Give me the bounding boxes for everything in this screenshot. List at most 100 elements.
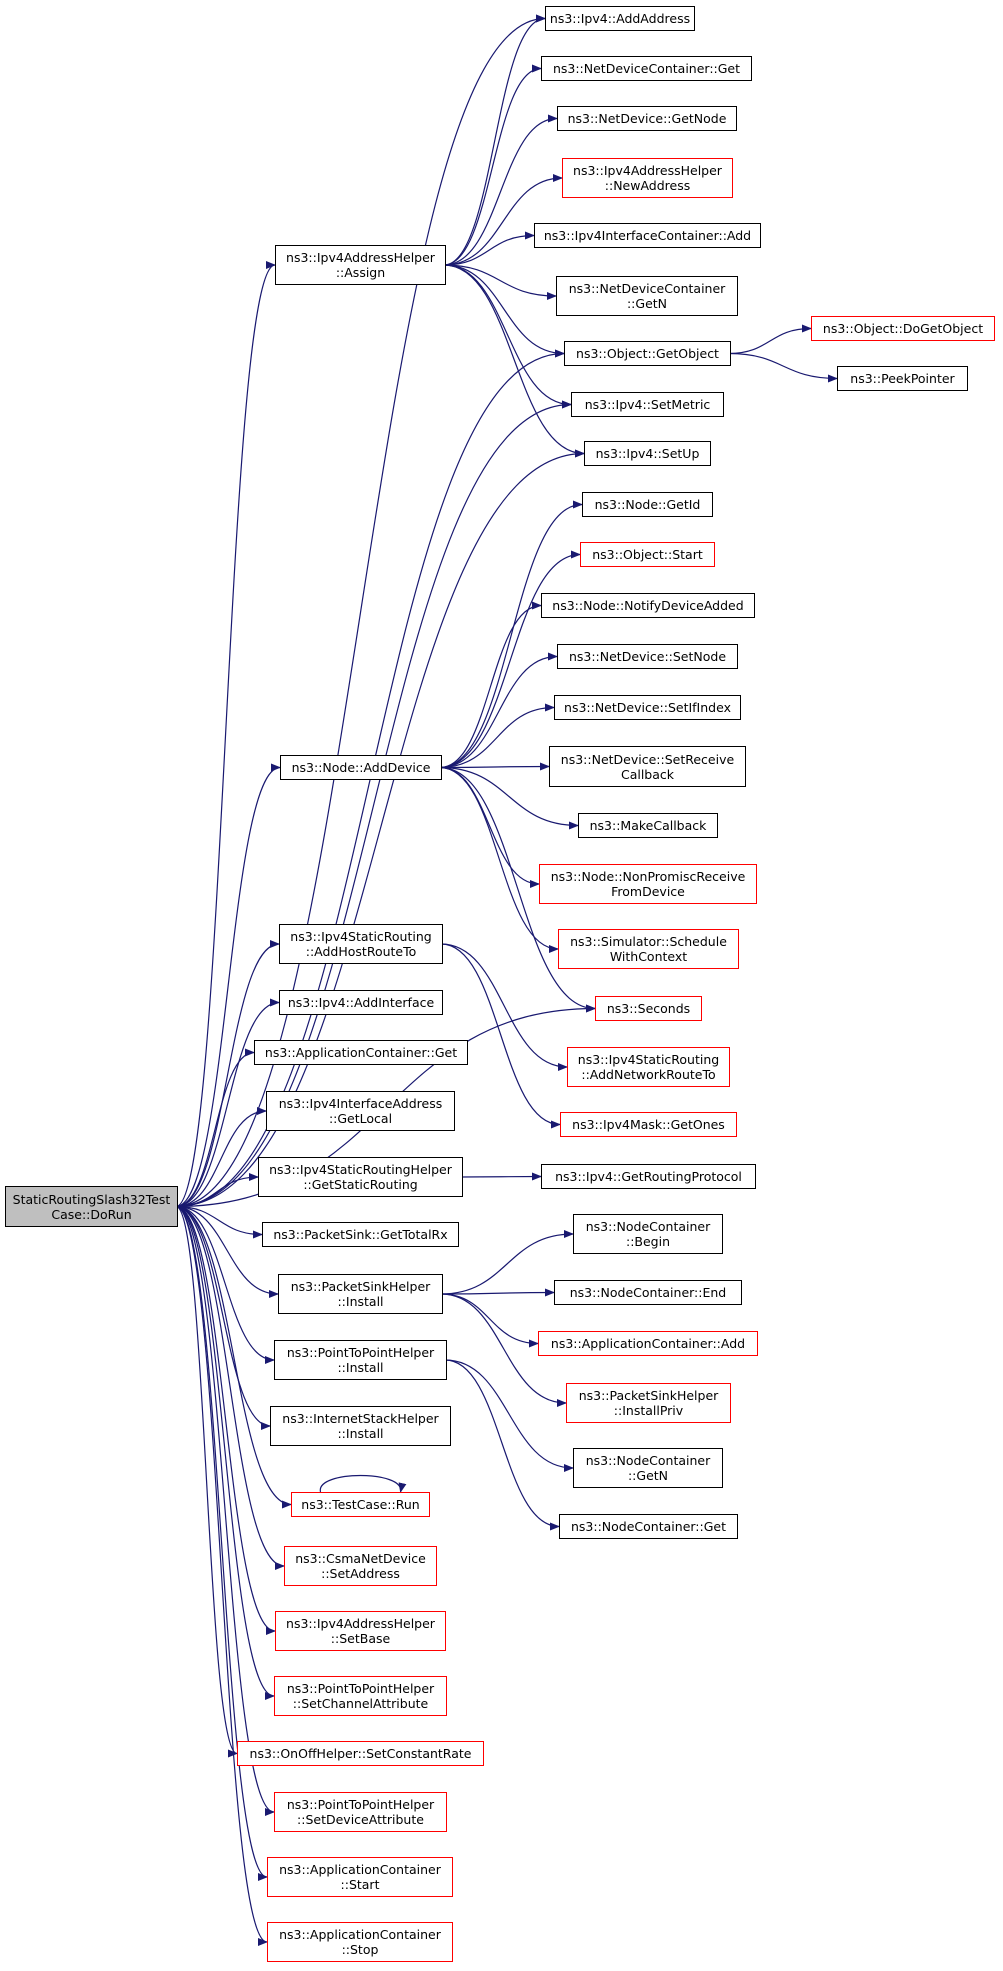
- node-node-nonpromiscreceivefromdevice[interactable]: ns3::Node::NonPromiscReceive FromDevice: [539, 864, 757, 904]
- node-label-line: ::Assign: [335, 265, 386, 280]
- node-label-line: ns3::NetDeviceContainer: [568, 281, 726, 296]
- node-seconds[interactable]: ns3::Seconds: [595, 996, 702, 1021]
- node-netdevicecontainer-getn[interactable]: ns3::NetDeviceContainer ::GetN: [556, 276, 738, 316]
- node-netdevice-setifindex[interactable]: ns3::NetDevice::SetIfIndex: [554, 695, 741, 720]
- node-nodecontainer-begin[interactable]: ns3::NodeContainer ::Begin: [573, 1214, 723, 1254]
- node-label-line: ns3::Ipv4StaticRoutingHelper: [269, 1162, 452, 1177]
- call-edge: [175, 1205, 268, 1946]
- node-label-line: ns3::Node::NotifyDeviceAdded: [552, 598, 744, 613]
- node-simulator-schedulewithcontext[interactable]: ns3::Simulator::Schedule WithContext: [558, 929, 739, 969]
- node-ipv4-addinterface[interactable]: ns3::Ipv4::AddInterface: [279, 990, 443, 1015]
- node-makecallback[interactable]: ns3::MakeCallback: [578, 813, 718, 838]
- node-label-line: StaticRoutingSlash32Test: [12, 1191, 171, 1207]
- node-ipv4-addaddress[interactable]: ns3::Ipv4::AddAddress: [545, 6, 695, 31]
- node-label-line: ns3::Object::Start: [592, 547, 703, 562]
- node-packetsinkhelper-installpriv[interactable]: ns3::PacketSinkHelper ::InstallPriv: [566, 1383, 731, 1423]
- node-ipv4mask-getones[interactable]: ns3::Ipv4Mask::GetOnes: [560, 1112, 737, 1137]
- node-label-line: ns3::Ipv4InterfaceAddress: [278, 1096, 443, 1111]
- node-node-notifydeviceadded[interactable]: ns3::Node::NotifyDeviceAdded: [541, 593, 755, 618]
- node-label-line: ns3::NodeContainer::Get: [571, 1519, 726, 1534]
- call-edge: [175, 449, 585, 1208]
- node-netdevice-setreceivecallback[interactable]: ns3::NetDevice::SetReceive Callback: [549, 746, 746, 787]
- node-ipv4interfacecontainer-add[interactable]: ns3::Ipv4InterfaceContainer::Add: [534, 223, 761, 248]
- node-label-line: ns3::NodeContainer::End: [569, 1285, 727, 1300]
- call-edge: [443, 14, 546, 266]
- node-netdevice-getnode[interactable]: ns3::NetDevice::GetNode: [557, 106, 737, 131]
- node-peekpointer[interactable]: ns3::PeekPointer: [837, 366, 968, 391]
- node-label-line: ns3::Ipv4::GetRoutingProtocol: [555, 1169, 742, 1184]
- node-onoffhelper-setconstantrate[interactable]: ns3::OnOffHelper::SetConstantRate: [237, 1741, 484, 1766]
- node-label-line: FromDevice: [611, 884, 685, 899]
- node-netdevice-setnode[interactable]: ns3::NetDevice::SetNode: [557, 644, 738, 669]
- node-pointtopointhelper-install[interactable]: ns3::PointToPointHelper ::Install: [274, 1340, 447, 1380]
- node-ipv4addresshelper-newaddress[interactable]: ns3::Ipv4AddressHelper ::NewAddress: [562, 158, 733, 198]
- node-label-line: ns3::Ipv4Mask::GetOnes: [572, 1117, 725, 1132]
- call-edge: [443, 264, 565, 358]
- node-pointtopointhelper-setchannelattribute[interactable]: ns3::PointToPointHelper ::SetChannelAttr…: [274, 1676, 447, 1716]
- call-edge: [175, 1205, 275, 1700]
- node-ipv4staticrouting-addnetworkrouteto[interactable]: ns3::Ipv4StaticRouting ::AddNetworkRoute…: [567, 1047, 730, 1087]
- node-ipv4addresshelper-setbase[interactable]: ns3::Ipv4AddressHelper ::SetBase: [275, 1611, 446, 1651]
- node-ipv4addresshelper-assign[interactable]: ns3::Ipv4AddressHelper ::Assign: [275, 245, 446, 285]
- call-edge: [175, 1205, 275, 1364]
- node-ipv4-setup[interactable]: ns3::Ipv4::SetUp: [584, 441, 711, 466]
- node-nodecontainer-get[interactable]: ns3::NodeContainer::Get: [559, 1514, 738, 1539]
- node-internetstackhelper-install[interactable]: ns3::InternetStackHelper ::Install: [270, 1406, 451, 1446]
- node-label-line: ns3::PointToPointHelper: [286, 1797, 435, 1812]
- call-edge: [443, 231, 535, 266]
- node-ipv4staticrouting-addhostrouteto[interactable]: ns3::Ipv4StaticRouting ::AddHostRouteTo: [279, 924, 443, 964]
- call-edge: [175, 261, 276, 1208]
- node-applicationcontainer-get[interactable]: ns3::ApplicationContainer::Get: [254, 1040, 468, 1065]
- call-edge: [440, 943, 561, 1129]
- node-label-line: ns3::PacketSinkHelper: [290, 1279, 431, 1294]
- node-label-line: ns3::NetDeviceContainer::Get: [552, 61, 741, 76]
- call-edge: [440, 1288, 555, 1297]
- node-label-line: ::Install: [337, 1426, 384, 1441]
- node-packetsinkhelper-install[interactable]: ns3::PacketSinkHelper ::Install: [278, 1274, 443, 1314]
- node-node-getid[interactable]: ns3::Node::GetId: [582, 492, 713, 517]
- node-object-dogetobject[interactable]: ns3::Object::DoGetObject: [811, 316, 995, 341]
- call-edge: [175, 1205, 263, 1239]
- node-label-line: ns3::Object::DoGetObject: [822, 321, 984, 336]
- node-label-line: ns3::Ipv4::AddAddress: [549, 11, 691, 26]
- node-applicationcontainer-start[interactable]: ns3::ApplicationContainer ::Start: [267, 1857, 453, 1897]
- call-edge: [439, 766, 579, 830]
- node-netdevicecontainer-get[interactable]: ns3::NetDeviceContainer::Get: [541, 56, 752, 81]
- node-testcase-run[interactable]: ns3::TestCase::Run: [291, 1492, 430, 1517]
- node-applicationcontainer-stop[interactable]: ns3::ApplicationContainer ::Stop: [267, 1922, 453, 1962]
- node-packetsink-gettotalrx[interactable]: ns3::PacketSink::GetTotalRx: [262, 1222, 459, 1247]
- node-ipv4-getroutingprotocol[interactable]: ns3::Ipv4::GetRoutingProtocol: [541, 1164, 756, 1189]
- node-label-line: ::GetN: [626, 296, 668, 311]
- call-edge: [175, 1205, 292, 1509]
- node-nodecontainer-end[interactable]: ns3::NodeContainer::End: [554, 1280, 742, 1305]
- call-edge: [175, 14, 546, 1208]
- node-ipv4staticroutinghelper-getstaticrouting[interactable]: ns3::Ipv4StaticRoutingHelper ::GetStatic…: [258, 1157, 463, 1197]
- call-edge: [175, 1205, 279, 1298]
- node-label-line: ns3::Ipv4::SetMetric: [584, 397, 711, 412]
- node-label-line: ::NewAddress: [604, 178, 691, 193]
- node-ipv4interfaceaddress-getlocal[interactable]: ns3::Ipv4InterfaceAddress ::GetLocal: [266, 1091, 455, 1131]
- node-nodecontainer-getn[interactable]: ns3::NodeContainer ::GetN: [573, 1448, 723, 1488]
- node-label-line: ::SetAddress: [321, 1566, 400, 1581]
- node-label-line: WithContext: [609, 949, 688, 964]
- node-ipv4-setmetric[interactable]: ns3::Ipv4::SetMetric: [571, 392, 724, 417]
- node-label-line: ns3::Node::NonPromiscReceive: [550, 869, 746, 884]
- node-label-line: ::GetStaticRouting: [303, 1177, 418, 1192]
- node-node-adddevice[interactable]: ns3::Node::AddDevice: [280, 755, 442, 780]
- node-label-line: ns3::Ipv4AddressHelper: [573, 163, 722, 178]
- node-pointtopointhelper-setdeviceattribute[interactable]: ns3::PointToPointHelper ::SetDeviceAttri…: [274, 1792, 447, 1832]
- node-label-line: ns3::PacketSinkHelper: [578, 1388, 719, 1403]
- call-edge: [439, 766, 596, 1013]
- call-edge: [443, 174, 563, 266]
- node-object-start[interactable]: ns3::Object::Start: [580, 542, 715, 567]
- node-label-line: ::Stop: [341, 1942, 379, 1957]
- node-label-line: ns3::Ipv4AddressHelper: [286, 1616, 435, 1631]
- node-applicationcontainer-add[interactable]: ns3::ApplicationContainer::Add: [538, 1331, 758, 1356]
- node-label-line: ns3::ApplicationContainer::Add: [550, 1336, 746, 1351]
- node-object-getobject[interactable]: ns3::Object::GetObject: [564, 341, 731, 366]
- node-label-line: ns3::Ipv4AddressHelper: [286, 250, 435, 265]
- node-csmanetdevice-setaddress[interactable]: ns3::CsmaNetDevice ::SetAddress: [284, 1546, 437, 1586]
- node-label-line: ns3::Ipv4::AddInterface: [287, 995, 435, 1010]
